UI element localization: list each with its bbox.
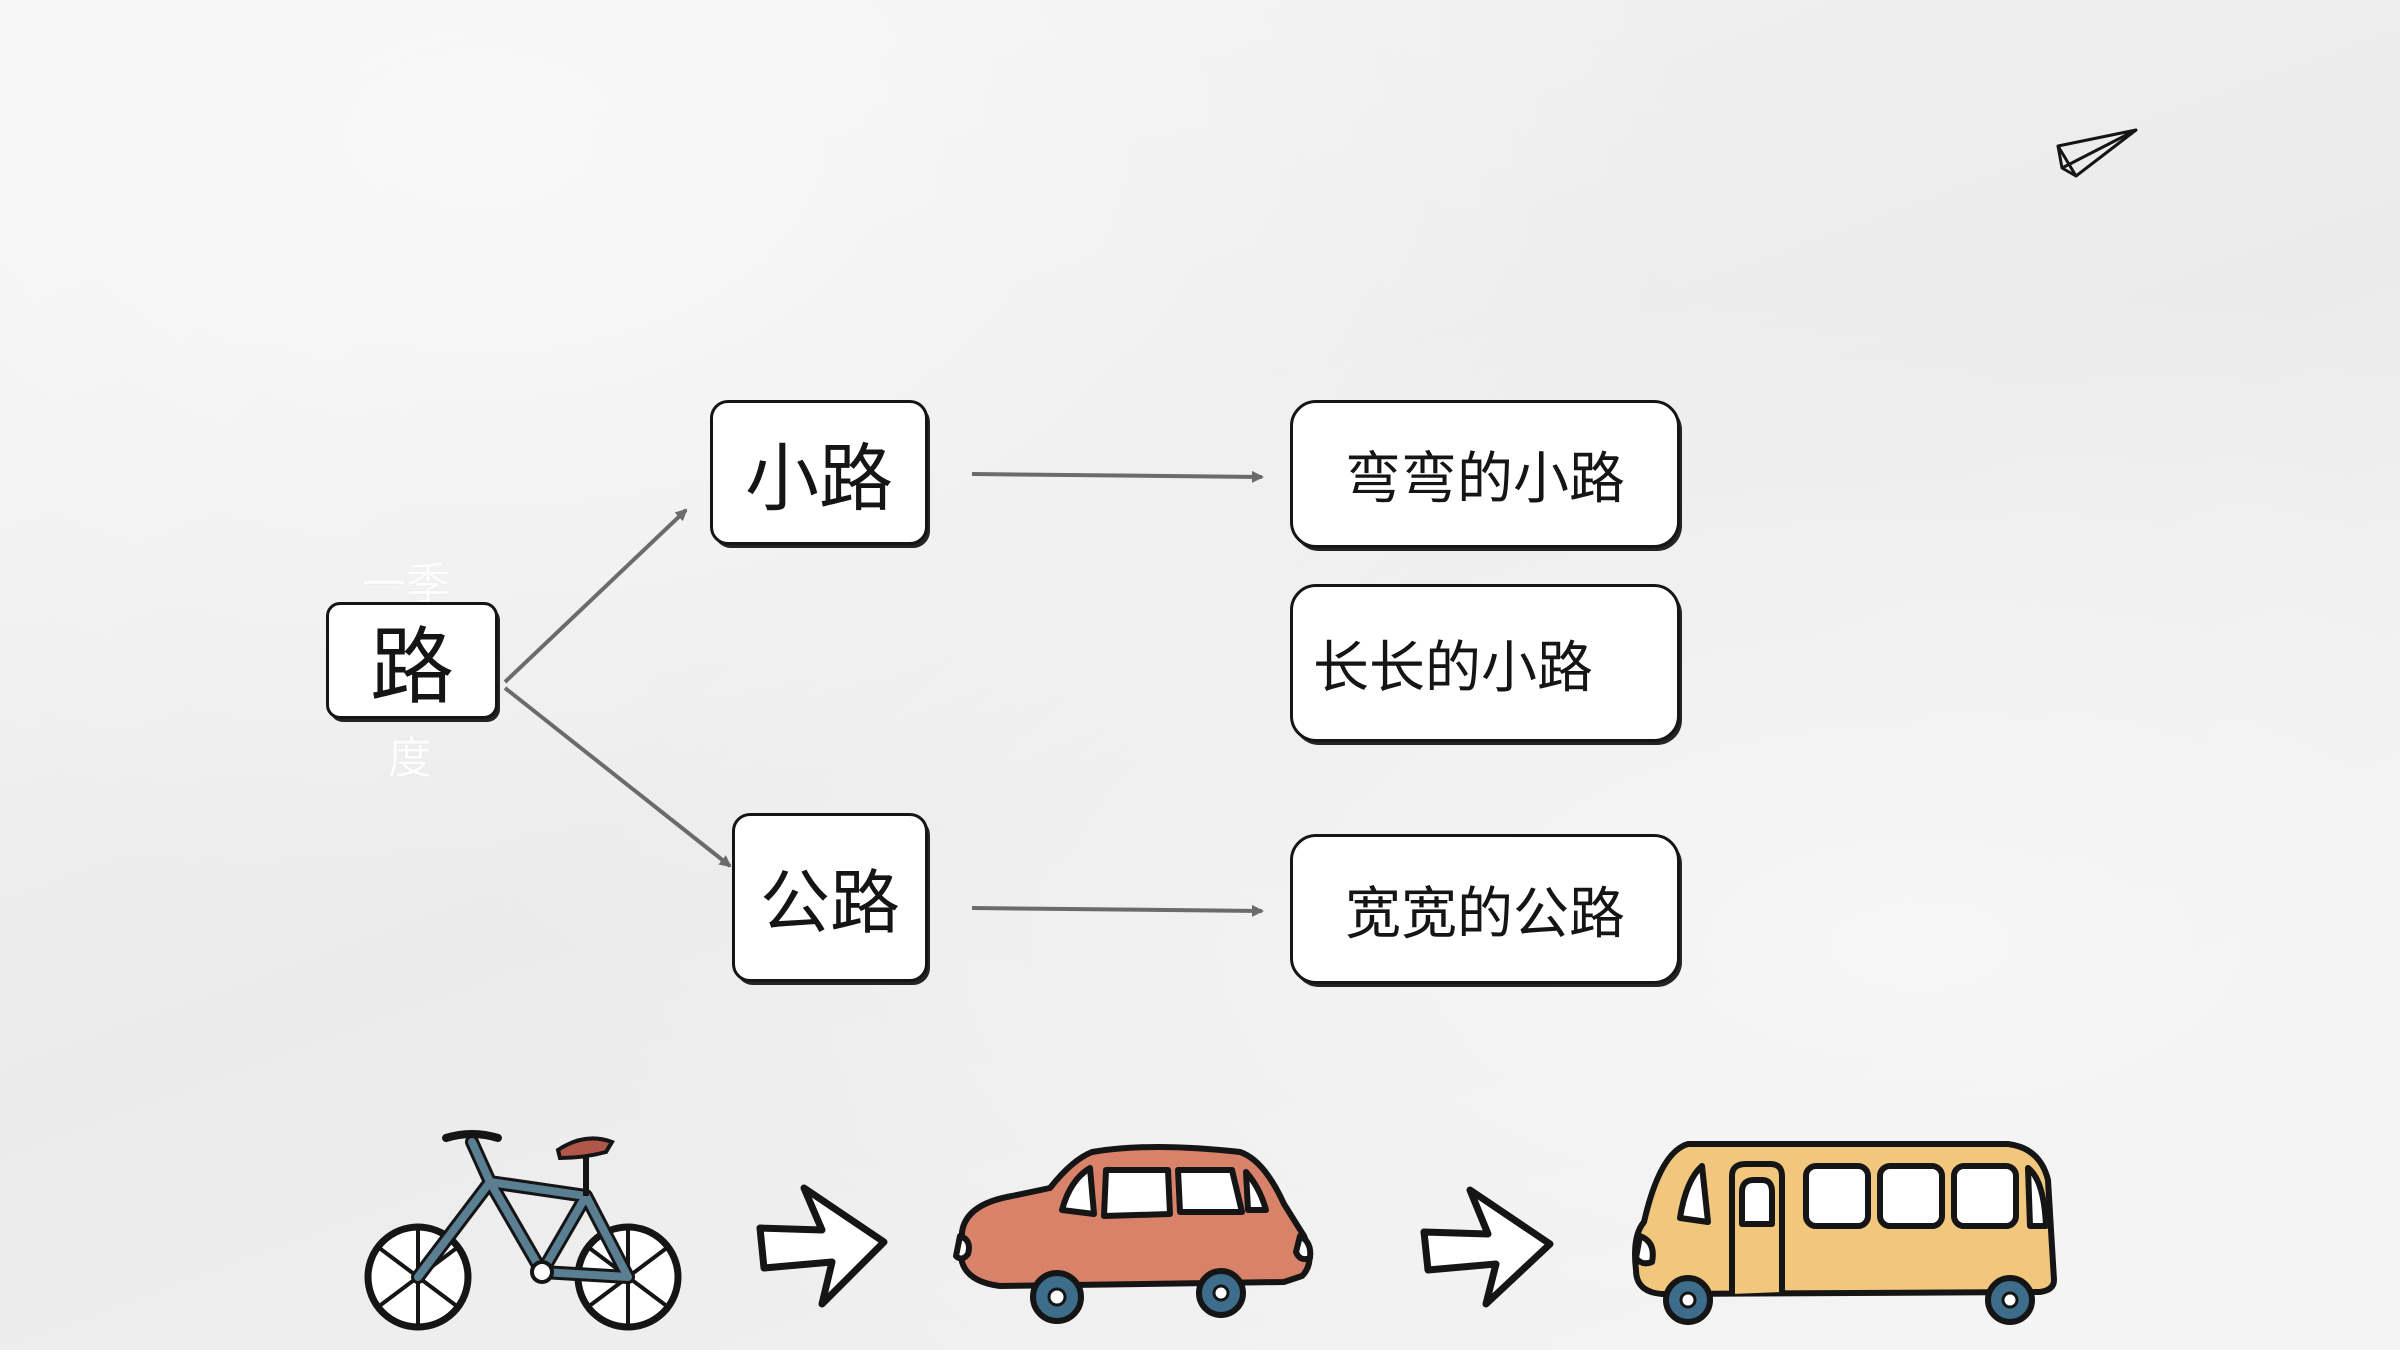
result-label: 弯弯的小路 [1345, 446, 1625, 512]
arrow-icon [756, 1184, 888, 1308]
root-node: 路 [326, 602, 498, 719]
arrow-icon [1420, 1186, 1554, 1308]
result-label: 长长的小路 [1313, 635, 1593, 701]
root-side-text-bottom: 度 [388, 733, 432, 784]
result-node-wide-road: 宽宽的公路 [1290, 834, 1680, 984]
branch-label: 公路 [760, 862, 900, 944]
result-node-curvy-path: 弯弯的小路 [1290, 400, 1680, 548]
branch-label: 小路 [745, 436, 893, 522]
bicycle-icon [364, 1130, 682, 1331]
bus-icon [1632, 1141, 2057, 1325]
root-side-text-top: 一季 [362, 559, 450, 610]
branch-node-road: 公路 [732, 813, 928, 982]
result-label: 宽宽的公路 [1345, 881, 1625, 947]
result-node-long-path: 长长的小路 [1290, 584, 1680, 742]
arrow-root-to-road [503, 686, 732, 868]
root-node-label: 路 [369, 618, 454, 716]
arrow-path-to-results [971, 470, 1264, 483]
branch-node-path: 小路 [710, 400, 928, 545]
car-icon [953, 1144, 1314, 1324]
arrow-road-to-result [971, 904, 1264, 917]
arrow-root-to-path [503, 508, 688, 684]
